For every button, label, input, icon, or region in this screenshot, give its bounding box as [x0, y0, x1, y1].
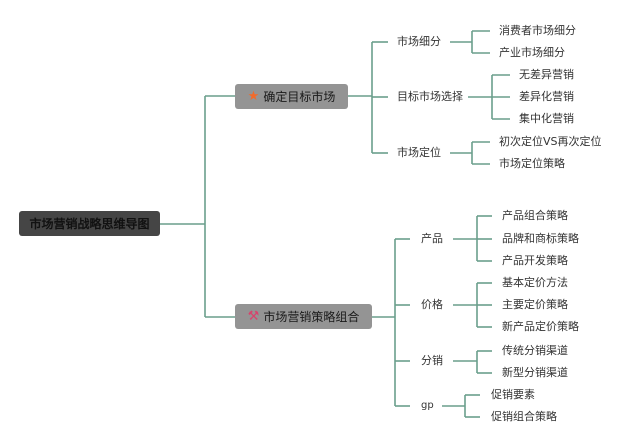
- leaf-node[interactable]: 基本定价方法: [502, 276, 568, 289]
- leaf-node[interactable]: 主要定价策略: [502, 298, 568, 311]
- branch-label: 市场营销策略组合: [263, 310, 360, 324]
- leaf-node[interactable]: 产业市场细分: [499, 46, 565, 59]
- subtopic-node[interactable]: 市场细分: [397, 35, 441, 48]
- root-node[interactable]: 市场营销战略思维导图: [19, 211, 160, 236]
- leaf-node[interactable]: 产品组合策略: [502, 209, 568, 222]
- leaf-node[interactable]: 促销要素: [491, 388, 535, 401]
- leaf-node[interactable]: 新型分销渠道: [502, 366, 568, 379]
- branch-node-target-market[interactable]: ★ 确定目标市场: [235, 84, 348, 109]
- leaf-node[interactable]: 产品开发策略: [502, 254, 568, 267]
- root-node-label: 市场营销战略思维导图: [29, 217, 150, 231]
- subtopic-node[interactable]: 市场定位: [397, 146, 441, 159]
- subtopic-node[interactable]: 目标市场选择: [397, 90, 463, 103]
- leaf-node[interactable]: 初次定位VS再次定位: [499, 135, 602, 148]
- branch-label: 确定目标市场: [263, 90, 336, 104]
- leaf-node[interactable]: 传统分销渠道: [502, 344, 568, 357]
- leaf-node[interactable]: 消费者市场细分: [499, 24, 576, 37]
- leaf-node[interactable]: 差异化营销: [519, 90, 574, 103]
- subtopic-node[interactable]: 产品: [421, 232, 443, 245]
- leaf-node[interactable]: 市场定位策略: [499, 157, 565, 170]
- subtopic-node[interactable]: 价格: [421, 298, 443, 311]
- subtopic-node[interactable]: 分销: [421, 354, 443, 367]
- leaf-node[interactable]: 促销组合策略: [491, 410, 557, 423]
- leaf-node[interactable]: 新产品定价策略: [502, 320, 579, 333]
- leaf-node[interactable]: 集中化营销: [519, 112, 574, 125]
- leaf-node[interactable]: 品牌和商标策略: [502, 232, 579, 245]
- leaf-node[interactable]: 无差异营销: [519, 68, 574, 81]
- tools-icon: ⚒: [247, 309, 260, 324]
- star-icon: ★: [247, 89, 260, 104]
- branch-node-marketing-mix[interactable]: ⚒ 市场营销策略组合: [235, 304, 372, 329]
- subtopic-node[interactable]: gp: [421, 400, 434, 411]
